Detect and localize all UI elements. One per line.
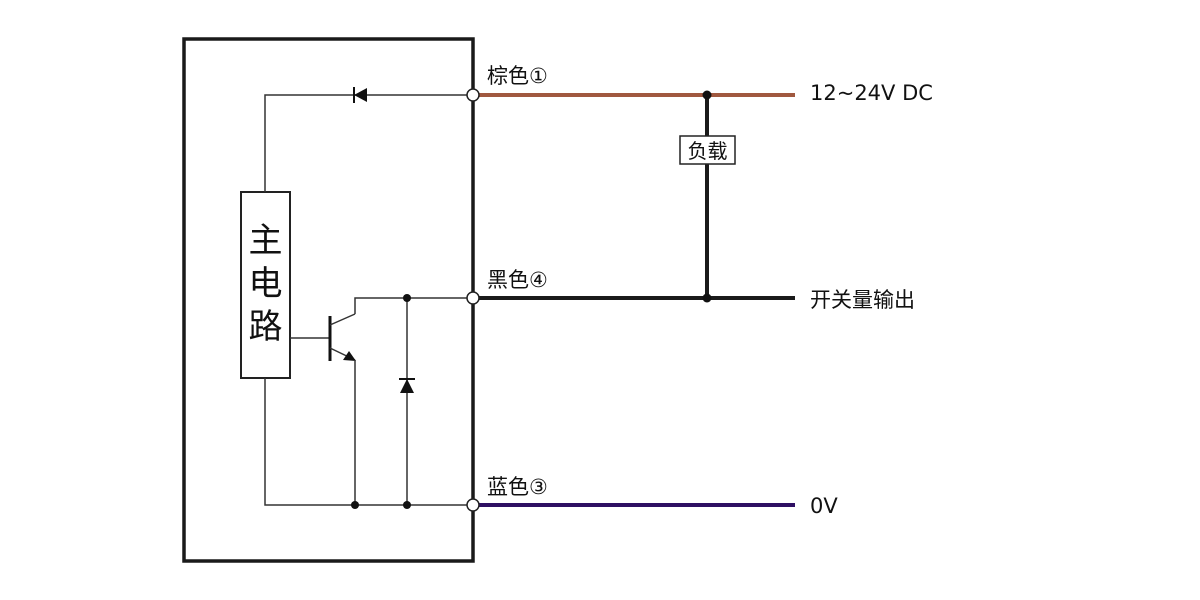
main-circuit-label-2: 电: [249, 264, 283, 304]
terminal-blue: [466, 498, 480, 512]
collector-lead: [354, 297, 468, 314]
terminal-label-black: 黑色④: [487, 268, 548, 292]
internal-supply-line: [264, 94, 468, 192]
output-label-switch: 开关量输出: [810, 288, 915, 312]
series-diode-triangle: [354, 88, 367, 102]
terminal-label-blue: 蓝色③: [487, 475, 548, 499]
terminal-label-brown: 棕色①: [487, 64, 548, 88]
internal-ground-line: [264, 378, 468, 506]
junction-dot: [702, 293, 712, 303]
protection-diode-triangle: [400, 379, 414, 393]
load-label: 负载: [688, 139, 728, 163]
junction-dot: [403, 294, 411, 302]
emitter-arrow: [343, 351, 356, 361]
sensor-housing: [182, 37, 475, 563]
transistor-collector: [329, 313, 356, 326]
main-circuit-label-1: 主: [249, 221, 283, 261]
terminal-black: [466, 291, 480, 305]
output-label-supply: 12~24V DC: [810, 81, 933, 105]
load-box: [679, 135, 736, 165]
junction-dot: [702, 90, 712, 100]
main-circuit-block: [240, 191, 291, 379]
junction-dot: [351, 501, 359, 509]
main-circuit-label-3: 路: [249, 307, 283, 347]
output-label-ground: 0V: [810, 494, 838, 518]
junction-dot: [403, 501, 411, 509]
terminal-brown: [466, 88, 480, 102]
